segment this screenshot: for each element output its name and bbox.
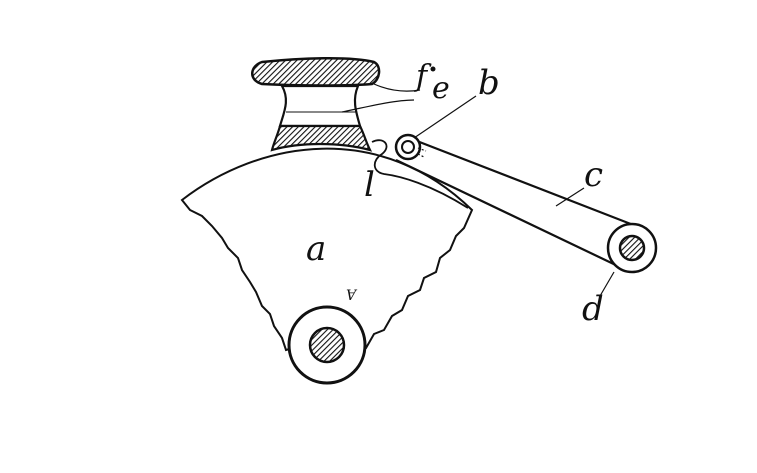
arm-pivot-shaft-d	[618, 234, 646, 262]
spool-top-flange-f	[251, 56, 381, 87]
label-f: f	[414, 59, 432, 94]
pin-b-core	[401, 140, 415, 154]
leader-c	[555, 187, 585, 207]
label-c: c	[584, 155, 603, 195]
sector-a	[180, 147, 474, 352]
label-a: a	[306, 229, 326, 269]
label-e: e	[432, 71, 450, 106]
label-mark: Ɐ	[346, 288, 358, 304]
spool-body-e	[278, 84, 362, 128]
leader-d	[599, 271, 615, 297]
spool-lower-band	[270, 124, 373, 152]
label-b: b	[478, 63, 500, 103]
sector-pivot-shaft	[308, 326, 346, 364]
arm-c	[395, 134, 637, 269]
label-d: d	[582, 289, 604, 329]
thread-l	[371, 139, 469, 209]
leader-f	[373, 83, 421, 92]
label-l: l	[364, 165, 375, 205]
leader-b	[413, 95, 477, 139]
leader-e	[341, 99, 415, 113]
